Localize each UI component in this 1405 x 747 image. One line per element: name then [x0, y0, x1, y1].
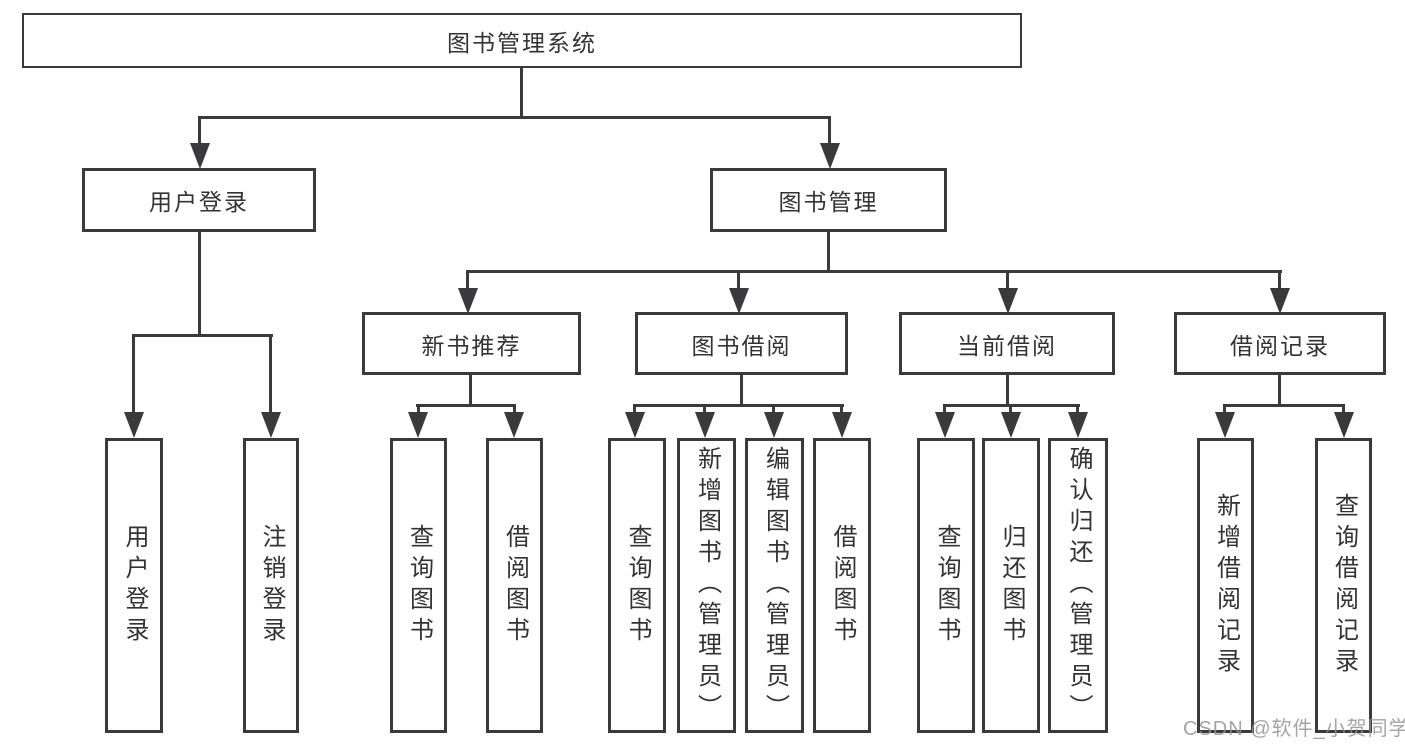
connector-line — [416, 404, 516, 407]
node-book-borrowing: 图书借阅 — [635, 312, 848, 375]
node-current-borrowing: 当前借阅 — [899, 312, 1115, 375]
connector-line — [132, 334, 135, 416]
arrow-down-icon — [504, 412, 524, 438]
leaf-add-borrow-record: 新增借阅记录 — [1197, 438, 1254, 733]
arrow-down-icon — [764, 412, 784, 438]
leaf-confirm-return-admin: 确认归还（管理员） — [1048, 438, 1108, 733]
arrow-down-icon — [1001, 412, 1021, 438]
connector-line — [840, 404, 843, 416]
connector-line — [417, 404, 420, 416]
connector-line — [469, 374, 472, 406]
arrow-down-icon — [1270, 288, 1290, 314]
arrow-down-icon — [729, 288, 749, 314]
leaf-borrow-books-recommend: 借阅图书 — [486, 438, 543, 733]
node-label: 查询图书 — [405, 523, 433, 648]
node-label: 用户登录 — [121, 523, 148, 648]
arrow-down-icon — [1215, 412, 1235, 438]
node-label: 查询图书 — [933, 523, 960, 648]
arrow-down-icon — [458, 288, 478, 314]
connector-line — [269, 334, 272, 416]
leaf-query-books-current: 查询图书 — [917, 438, 975, 733]
leaf-return-books: 归还图书 — [982, 438, 1040, 733]
connector-line — [1223, 404, 1226, 416]
connector-line — [198, 116, 201, 146]
node-label: 新书推荐 — [421, 332, 522, 359]
node-label: 注销登录 — [258, 523, 285, 648]
node-label: 借阅图书 — [501, 523, 529, 648]
connector-line — [466, 270, 1282, 273]
connector-line — [1223, 404, 1345, 407]
node-new-book-recommend: 新书推荐 — [362, 312, 581, 375]
node-label: 归还图书 — [998, 523, 1025, 648]
arrow-down-icon — [625, 412, 645, 438]
arrow-down-icon — [695, 412, 715, 438]
node-label: 借阅记录 — [1230, 332, 1330, 359]
arrow-down-icon — [408, 412, 428, 438]
leaf-borrow-books: 借阅图书 — [813, 438, 871, 733]
leaf-query-books-recommend: 查询图书 — [390, 438, 447, 733]
node-label: 借阅图书 — [829, 523, 856, 648]
leaf-add-books-admin: 新增图书（管理员） — [677, 438, 736, 733]
arrow-down-icon — [124, 412, 144, 438]
node-user-login: 用户登录 — [82, 168, 316, 232]
leaf-logout: 注销登录 — [243, 438, 299, 733]
leaf-query-books: 查询图书 — [608, 438, 666, 733]
arrow-down-icon — [820, 143, 840, 169]
connector-line — [520, 68, 523, 118]
connector-line — [740, 374, 743, 406]
node-label: 新增图书（管理员） — [693, 446, 721, 725]
arrow-down-icon — [832, 412, 852, 438]
node-label: 确认归还（管理员） — [1065, 446, 1092, 725]
connector-line — [466, 270, 469, 292]
node-label: 查询借阅记录 — [1330, 492, 1358, 679]
connector-line — [198, 231, 201, 336]
arrow-down-icon — [261, 412, 281, 438]
csdn-watermark: CSDN @软件_小贺同学 — [1183, 718, 1405, 740]
node-borrowing-records: 借阅记录 — [1174, 312, 1386, 375]
node-label: 用户登录 — [149, 189, 249, 215]
arrow-down-icon — [1068, 412, 1088, 438]
arrow-down-icon — [935, 412, 955, 438]
connector-line — [132, 334, 273, 337]
connector-line — [513, 404, 516, 416]
arrow-down-icon — [190, 143, 210, 169]
leaf-user-login: 用户登录 — [105, 438, 163, 733]
connector-line — [1342, 404, 1345, 416]
node-label: 编辑图书（管理员） — [761, 446, 789, 725]
node-label: 图书管理系统 — [447, 29, 597, 56]
connector-line — [198, 116, 831, 119]
connector-line — [633, 404, 636, 416]
connector-line — [1006, 374, 1009, 406]
leaf-edit-books-admin: 编辑图书（管理员） — [745, 438, 804, 733]
connector-line — [827, 231, 830, 272]
node-book-management: 图书管理 — [710, 168, 947, 232]
arrow-down-icon — [1334, 412, 1354, 438]
node-label: 查询图书 — [624, 523, 651, 648]
arrow-down-icon — [998, 288, 1018, 314]
connector-line — [1278, 374, 1281, 406]
node-label: 图书管理 — [778, 189, 879, 215]
node-label: 图书借阅 — [691, 332, 792, 359]
connector-line — [943, 404, 946, 416]
node-library-management-system: 图书管理系统 — [22, 13, 1022, 68]
connector-line — [1009, 404, 1012, 416]
leaf-query-borrow-record: 查询借阅记录 — [1315, 438, 1372, 733]
connector-line — [1076, 404, 1079, 416]
node-label: 当前借阅 — [957, 332, 1057, 359]
connector-line — [737, 270, 740, 292]
connector-line — [1278, 270, 1281, 292]
connector-line — [1006, 270, 1009, 292]
connector-line — [703, 404, 706, 416]
connector-line — [633, 404, 844, 407]
connector-line — [772, 404, 775, 416]
node-label: 新增借阅记录 — [1212, 492, 1240, 679]
connector-line — [828, 116, 831, 146]
